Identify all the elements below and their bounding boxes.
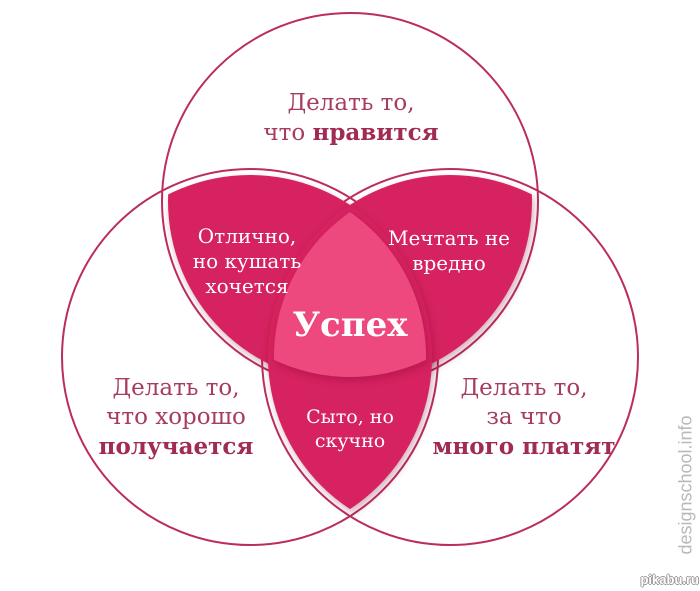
overlap-top-right-label: Мечтать не вредно (387, 226, 511, 275)
bottom-right-circle-label: Делать то, за что много платят (432, 374, 615, 461)
bottom-right-circle-label-line1: Делать то, (460, 375, 588, 401)
watermark-pikabu: pikabu.ru (640, 572, 699, 587)
watermark-designschool: designschool.info (675, 415, 696, 555)
bottom-left-circle-label-line3: получается (98, 433, 254, 460)
center-overlap-shape (274, 181, 426, 377)
bottom-left-circle-label-line1: Делать то, (112, 375, 240, 401)
overlap-bottom-label: Сыто, но скучно (306, 406, 394, 452)
bottom-left-circle-label-line2: что хорошо (106, 404, 246, 430)
top-circle-label: Делать то, что нравится (263, 89, 438, 148)
bottom-left-circle-label: Делать то, что хорошо получается (99, 374, 254, 461)
center-success-label: Успех (292, 305, 408, 345)
top-circle-label-line2: что нравится (263, 119, 439, 146)
bottom-right-circle-label-line2: за что (486, 404, 562, 430)
overlap-top-left-label: Отлично, но кушать хочется (192, 224, 302, 298)
top-circle-label-line1: Делать то, (287, 90, 415, 116)
bottom-right-circle-label-line3: много платят (432, 433, 616, 460)
